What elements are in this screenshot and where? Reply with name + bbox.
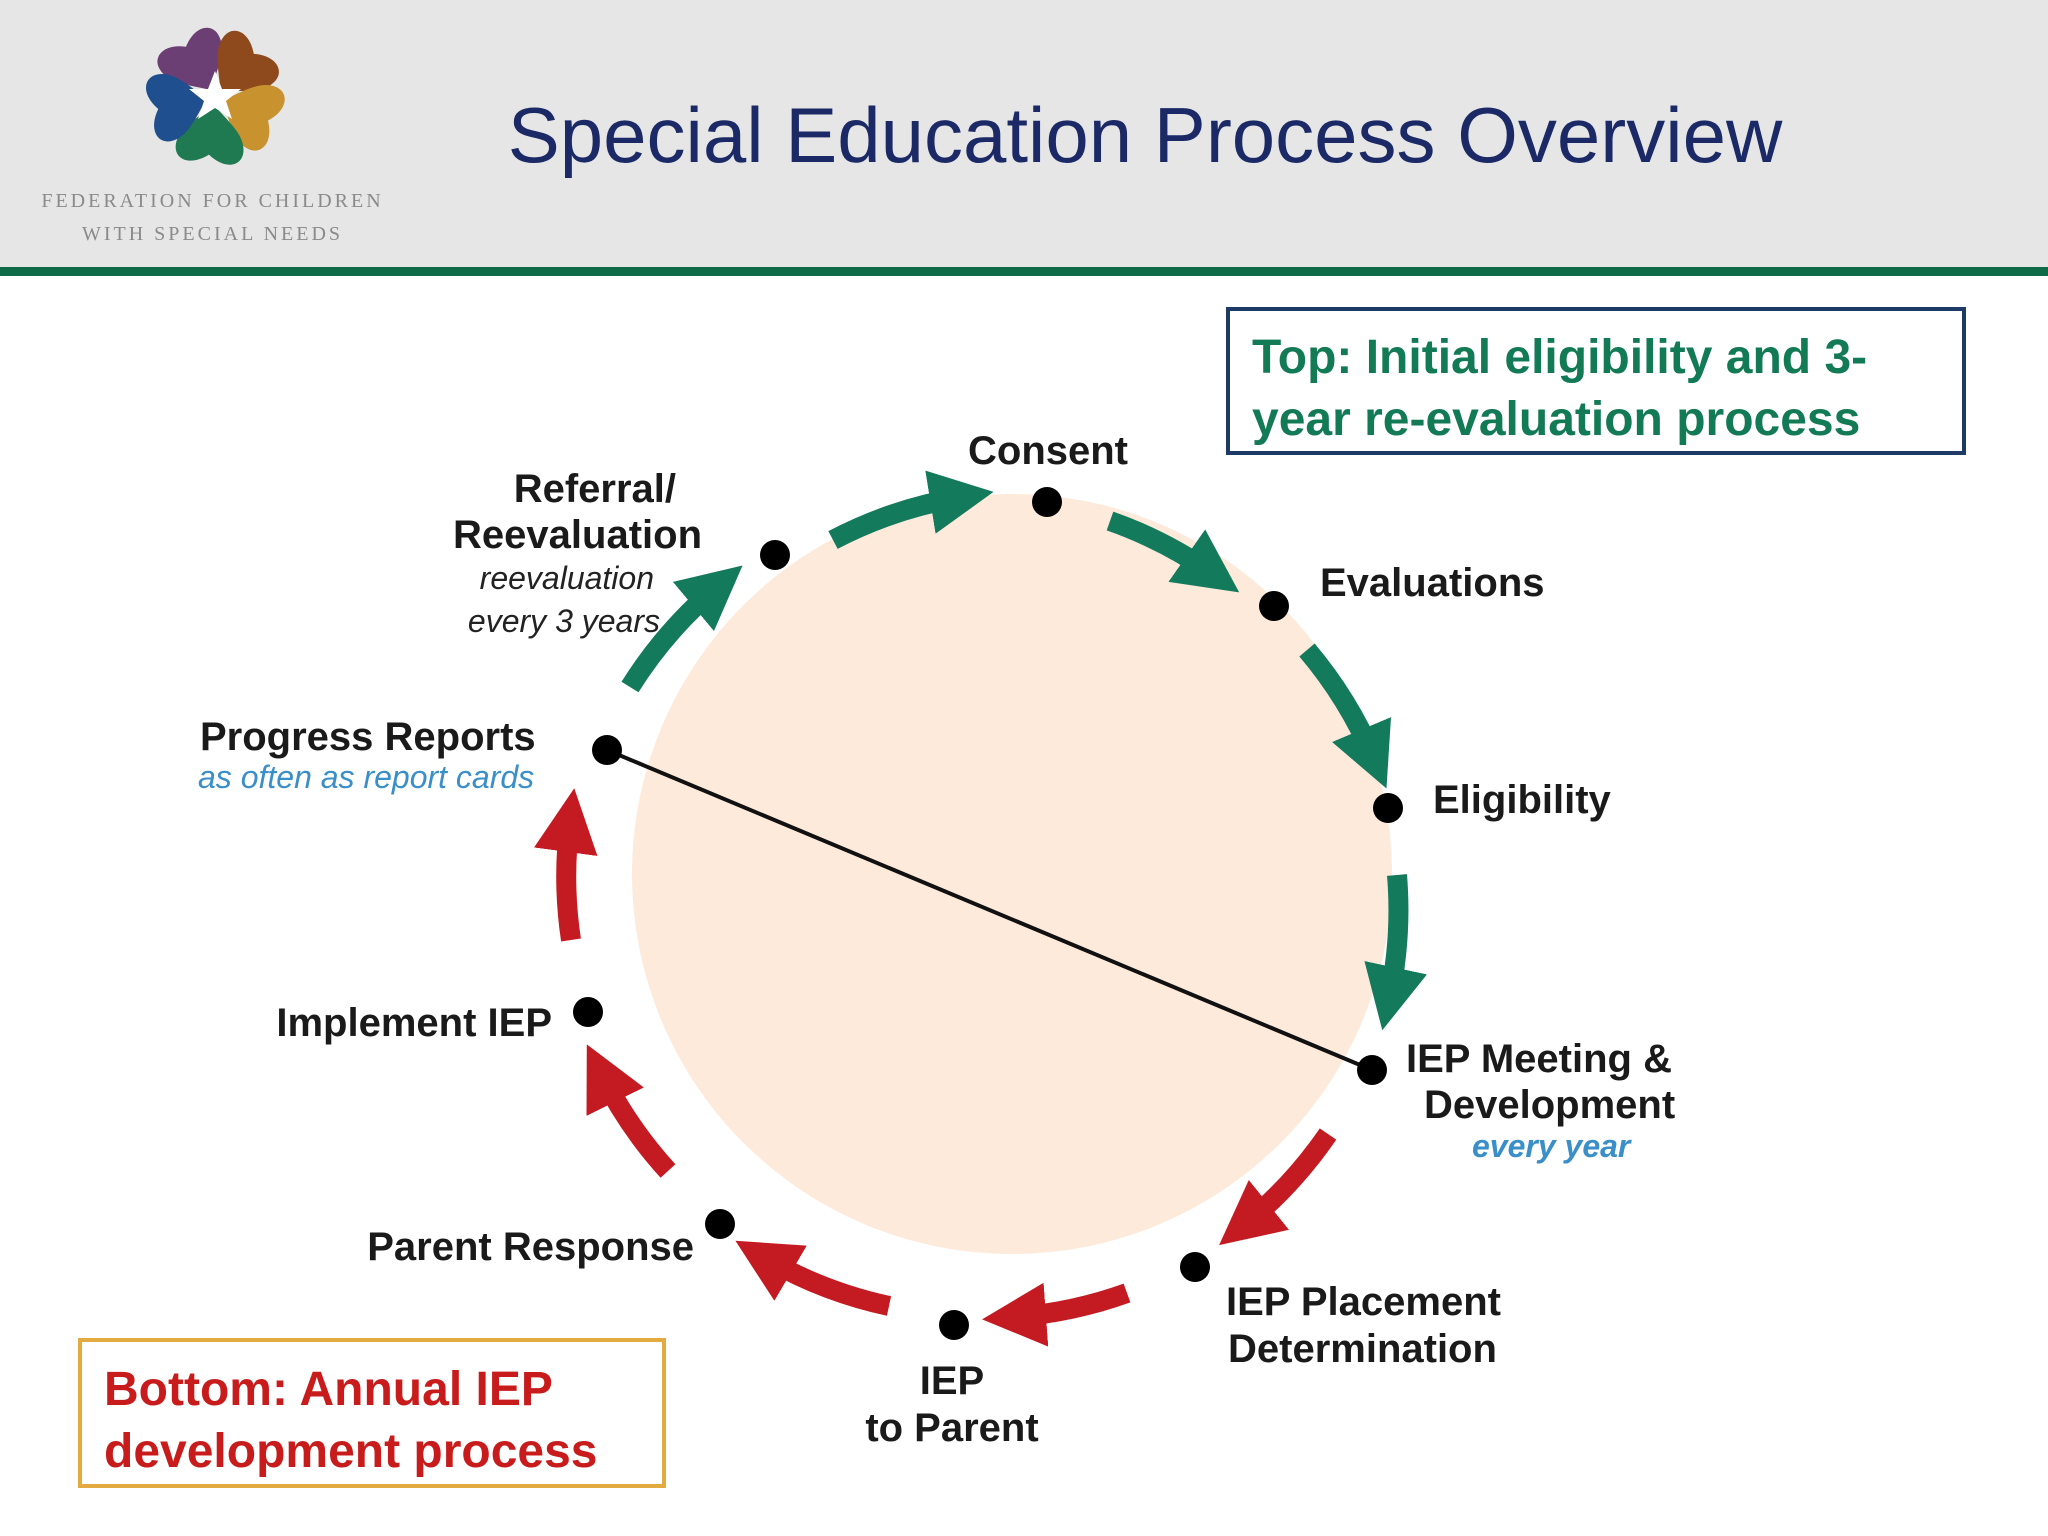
bottom-process-arrows bbox=[534, 788, 1337, 1347]
arrow-progress-to-referral bbox=[621, 565, 743, 693]
arrow-response-to-implement bbox=[586, 1044, 676, 1178]
dot-eligibility bbox=[1373, 793, 1403, 823]
arrow-consent-to-evaluations bbox=[1106, 511, 1240, 593]
arrow-placement-to-iep-to-parent bbox=[982, 1282, 1131, 1347]
top-callout-line-2: year re-evaluation process bbox=[1252, 393, 1861, 446]
label-parent-response: Parent Response bbox=[367, 1225, 694, 1269]
dot-consent bbox=[1032, 487, 1062, 517]
arrow-referral-to-consent bbox=[828, 470, 994, 549]
logo-line-1: FEDERATION FOR CHILDREN bbox=[41, 190, 384, 212]
dot-evaluations bbox=[1259, 591, 1289, 621]
label-iep-meeting-note: every year bbox=[1472, 1128, 1632, 1164]
label-referral-note-1: reevaluation bbox=[480, 560, 654, 596]
top-callout-line-1: Top: Initial eligibility and 3- bbox=[1252, 331, 1868, 384]
dot-progress-reports bbox=[592, 735, 622, 765]
arrow-iep-to-parent-response bbox=[735, 1240, 892, 1316]
logo-wordmark: FEDERATION FOR CHILDREN WITH SPECIAL NEE… bbox=[20, 185, 405, 251]
label-implement-iep: Implement IEP bbox=[276, 1001, 552, 1045]
label-eligibility: Eligibility bbox=[1433, 778, 1612, 822]
arrow-meeting-to-placement bbox=[1219, 1128, 1337, 1246]
label-iep-to-parent-line-2: to Parent bbox=[865, 1406, 1038, 1450]
bottom-callout-line-1: Bottom: Annual IEP bbox=[104, 1363, 553, 1416]
bottom-process-callout: Bottom: Annual IEP development process bbox=[78, 1338, 666, 1488]
label-iep-placement-line-1: IEP Placement bbox=[1226, 1280, 1501, 1324]
page-title: Special Education Process Overview bbox=[507, 91, 1783, 179]
arrow-implement-to-progress bbox=[534, 788, 598, 942]
logo-line-2: WITH SPECIAL NEEDS bbox=[81, 223, 344, 245]
dot-iep-placement bbox=[1180, 1252, 1210, 1282]
label-iep-placement-line-2: Determination bbox=[1228, 1327, 1497, 1371]
dot-parent-response bbox=[705, 1209, 735, 1239]
dot-iep-meeting bbox=[1357, 1055, 1387, 1085]
label-iep-meeting-line-2: Development bbox=[1424, 1083, 1675, 1127]
label-referral-line-1: Referral/ bbox=[514, 467, 676, 511]
dot-implement-iep bbox=[573, 997, 603, 1027]
bottom-callout-line-2: development process bbox=[104, 1425, 598, 1478]
top-process-callout: Top: Initial eligibility and 3- year re-… bbox=[1226, 307, 1966, 455]
label-referral-note-2: every 3 years bbox=[468, 603, 660, 639]
label-referral-line-2: Reevaluation bbox=[453, 513, 702, 557]
label-progress-reports-note: as often as report cards bbox=[198, 759, 534, 795]
label-evaluations: Evaluations bbox=[1320, 561, 1545, 605]
label-consent: Consent bbox=[968, 429, 1128, 473]
dot-iep-to-parent bbox=[939, 1310, 969, 1340]
arrow-evaluations-to-eligibility bbox=[1299, 643, 1392, 789]
top-process-arrows bbox=[621, 470, 1427, 1031]
cycle-divider-line bbox=[606, 748, 1373, 1072]
label-progress-reports: Progress Reports bbox=[200, 715, 536, 759]
arrow-eligibility-to-iep-meeting bbox=[1364, 874, 1427, 1031]
header-divider bbox=[0, 267, 2048, 276]
header-band bbox=[0, 0, 2048, 267]
dot-referral bbox=[760, 540, 790, 570]
label-iep-meeting-line-1: IEP Meeting & bbox=[1406, 1037, 1672, 1081]
cycle-circle bbox=[632, 494, 1392, 1254]
label-iep-to-parent-line-1: IEP bbox=[920, 1359, 984, 1403]
hearts-star-logo-icon bbox=[145, 27, 285, 165]
